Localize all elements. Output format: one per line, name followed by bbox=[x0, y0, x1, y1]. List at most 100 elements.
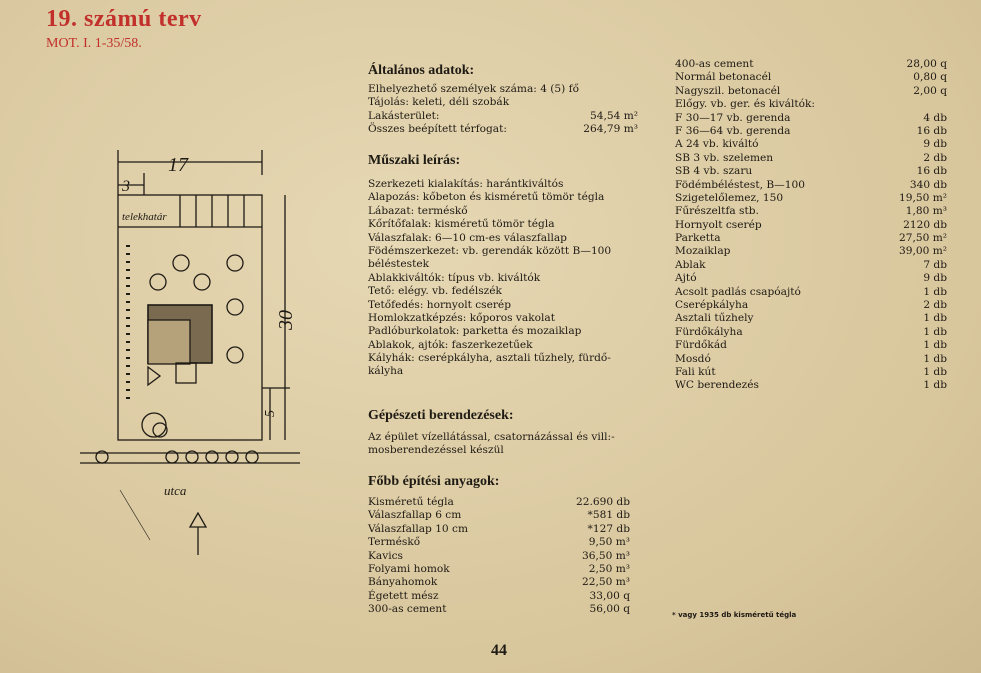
general-line-2: Tájolás: keleti, déli szobák bbox=[368, 96, 510, 109]
material-name: Válaszfallap 10 cm bbox=[368, 522, 469, 535]
area-label: Lakásterület: bbox=[368, 109, 440, 122]
material-quantity: 9,50 m³ bbox=[588, 536, 630, 549]
material-quantity: 1 db bbox=[923, 339, 947, 352]
technical-text: Födémszerkezet: vb. gerendák között B—10… bbox=[368, 244, 612, 257]
technical-text: Alapozás: kőbeton és kisméretű tömör tég… bbox=[368, 191, 605, 204]
material-name: Kavics bbox=[368, 549, 403, 562]
technical-line: Tető: elégy. vb. fedélszék bbox=[368, 285, 648, 298]
material-quantity: 16 db bbox=[916, 165, 947, 178]
material-name: Mozaiklap bbox=[675, 245, 731, 258]
material-quantity: 9 db bbox=[923, 272, 947, 285]
material-quantity: 1 db bbox=[923, 365, 947, 378]
material-name: Égetett mész bbox=[368, 589, 439, 602]
material-quantity: 2120 db bbox=[903, 218, 947, 231]
plan-dim-side: 3 bbox=[121, 178, 130, 195]
material-quantity: 340 db bbox=[909, 178, 947, 191]
technical-text: Lábazat: terméskő bbox=[368, 204, 468, 217]
plan-label-neighbor: telekhatár bbox=[122, 211, 167, 223]
material-name: Mosdó bbox=[675, 352, 711, 365]
technical-line: Ablakkiváltók: típus vb. kiváltók bbox=[368, 272, 648, 285]
material-quantity: 9 db bbox=[923, 138, 947, 151]
material-name: Kisméretű tégla bbox=[368, 496, 454, 508]
material-quantity: 4 db bbox=[923, 111, 947, 124]
material-quantity: 7 db bbox=[923, 258, 947, 271]
material-row: Szigetelőlemez, 150 19,50 m² bbox=[675, 192, 947, 205]
material-row: Nagyszil. betonacél 2,00 q bbox=[675, 85, 947, 98]
page-number: 44 bbox=[491, 642, 507, 659]
material-row: SB 4 vb. szaru 16 db bbox=[675, 165, 947, 178]
page-title: 19. számú terv bbox=[46, 6, 202, 32]
material-name: Szigetelőlemez, 150 bbox=[675, 191, 784, 204]
material-name: WC berendezés bbox=[675, 379, 759, 392]
material-quantity: 39,00 m² bbox=[899, 245, 947, 258]
material-name: Parketta bbox=[675, 232, 721, 245]
material-quantity: 27,50 m² bbox=[899, 232, 947, 245]
material-name: Nagyszil. betonacél bbox=[675, 84, 781, 97]
material-row: Kavics 36,50 m³ bbox=[368, 550, 630, 563]
technical-line: kályha bbox=[368, 365, 648, 378]
plan-label-street: utca bbox=[164, 483, 187, 498]
general-section: Elhelyezhető személyek száma: 4 (5) fő T… bbox=[368, 83, 638, 137]
technical-text: Ablakkiváltók: típus vb. kiváltók bbox=[368, 271, 541, 284]
material-name: Normál betonacél bbox=[675, 71, 772, 84]
material-quantity: 56,00 q bbox=[589, 603, 630, 616]
material-name: Válaszfallap 6 cm bbox=[368, 509, 462, 522]
mechanical-line-1: Az épület vízellátással, csatornázással … bbox=[368, 431, 615, 443]
material-row: Fali kút 1 db bbox=[675, 366, 947, 379]
material-name: SB 4 vb. szaru bbox=[675, 165, 753, 178]
technical-line: Tetőfedés: hornyolt cserép bbox=[368, 299, 648, 312]
material-quantity: 1 db bbox=[923, 379, 947, 392]
material-name: Bányahomok bbox=[368, 576, 438, 589]
material-name: Fűrészeltfa stb. bbox=[675, 205, 759, 218]
volume-value: 264,79 m³ bbox=[583, 123, 638, 136]
material-name: Fali kút bbox=[675, 365, 716, 378]
material-name: Hornyolt cserép bbox=[675, 218, 762, 231]
material-quantity: 2,50 m³ bbox=[588, 562, 630, 575]
material-quantity: 1 db bbox=[923, 352, 947, 365]
technical-line: Szerkezeti kialakítás: harántkiváltós bbox=[368, 178, 648, 191]
material-name: Ablak bbox=[675, 258, 706, 271]
footnote: * vagy 1935 db kisméretű tégla bbox=[672, 611, 797, 619]
technical-text: Ablakok, ajtók: faszerkezetűek bbox=[368, 338, 533, 351]
technical-text: Kőrítőfalak: kisméretű tömör tégla bbox=[368, 218, 555, 231]
north-arrow-icon bbox=[188, 511, 208, 528]
plan-dim-front: 5 bbox=[263, 410, 278, 417]
material-name: Előgy. vb. ger. és kiváltók: bbox=[675, 98, 815, 111]
material-quantity: 36,50 m³ bbox=[582, 549, 630, 562]
technical-line: Válaszfalak: 6—10 cm-es válaszfallap bbox=[368, 232, 648, 245]
technical-line: béléstestek bbox=[368, 258, 648, 271]
material-row: Hornyolt cserép 2120 db bbox=[675, 219, 947, 232]
material-name: Asztali tűzhely bbox=[675, 312, 754, 325]
technical-line: Ablakok, ajtók: faszerkezetűek bbox=[368, 339, 648, 352]
technical-line: Homlokzatképzés: kőporos vakolat bbox=[368, 312, 648, 325]
material-quantity: 22,50 m³ bbox=[582, 576, 630, 589]
material-quantity: 19,50 m² bbox=[899, 191, 947, 204]
material-row: Előgy. vb. ger. és kiváltók: bbox=[675, 98, 947, 111]
plan-code: MOT. I. 1-35/58. bbox=[46, 36, 142, 51]
material-name: Acsolt padlás csapóajtó bbox=[675, 285, 801, 298]
material-quantity: 2,00 q bbox=[913, 84, 947, 97]
material-row: Fürdőkád 1 db bbox=[675, 339, 947, 352]
material-row: Ablak 7 db bbox=[675, 259, 947, 272]
technical-text: béléstestek bbox=[368, 258, 430, 271]
material-name: Fürdőkád bbox=[675, 339, 727, 352]
technical-heading: Műszaki leírás: bbox=[368, 153, 461, 168]
material-quantity: *127 db bbox=[587, 522, 630, 535]
material-name: Fürdőkályha bbox=[675, 325, 743, 338]
general-heading: Általános adatok: bbox=[368, 63, 475, 78]
technical-text: Padlóburkolatok: parketta és mozaiklap bbox=[368, 325, 582, 338]
